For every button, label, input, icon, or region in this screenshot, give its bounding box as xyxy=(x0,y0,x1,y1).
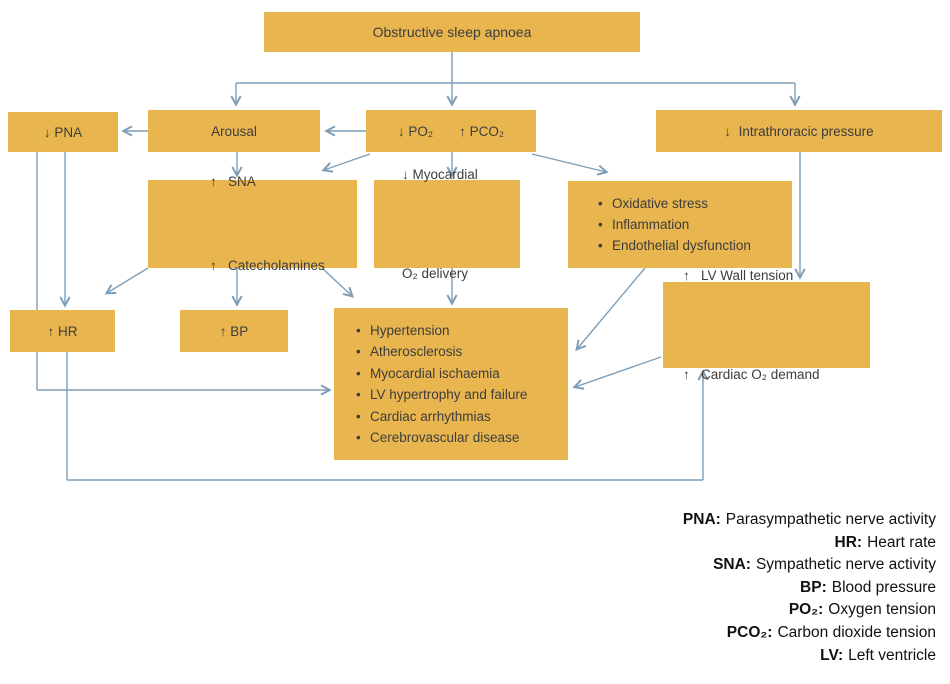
pna-box: ↓ PNA xyxy=(8,112,118,152)
legend-definition: Blood pressure xyxy=(831,578,936,596)
abbreviation-legend: PNA:Parasympathetic nerve activity HR:He… xyxy=(683,509,936,667)
legend-row: BP:Blood pressure xyxy=(683,577,936,600)
legend-row: PCO₂:Carbon dioxide tension xyxy=(683,622,936,645)
po2-pco2-box: ↓ PO₂ ↑ PCO₂ xyxy=(366,110,536,152)
arrow-po2-to-sna xyxy=(321,153,371,173)
arrow-oxidative-to-main xyxy=(575,267,646,352)
oxidative-stress-box: Oxidative stress Inflammation Endothelia… xyxy=(568,181,792,268)
list-item: Atherosclerosis xyxy=(356,341,527,363)
lv-wall-tension-box: ↑ LV Wall tension ↑ Cardiac O₂ demand xyxy=(663,268,870,382)
list-item: Endothelial dysfunction xyxy=(598,235,751,256)
legend-term: PO₂: xyxy=(788,601,824,619)
hr-label: ↑ HR xyxy=(47,323,78,339)
sna-line: ↑ SNA xyxy=(210,174,256,189)
legend-term: PCO₂: xyxy=(726,623,773,641)
legend-term: PNA: xyxy=(682,511,721,528)
outcomes-box: Hypertension Atherosclerosis Myocardial … xyxy=(334,308,568,460)
list-item: LV hypertrophy and failure xyxy=(356,384,527,406)
legend-term: HR: xyxy=(834,533,863,551)
arrow-sna-to-main xyxy=(321,267,355,298)
pco2-label: ↑ PCO₂ xyxy=(459,123,505,139)
legend-row: LV:Left ventricle xyxy=(683,645,936,668)
legend-definition: Oxygen tension xyxy=(828,601,936,619)
o2-delivery-line: O₂ delivery xyxy=(402,266,469,281)
list-item: Oxidative stress xyxy=(598,193,751,214)
intrathoracic-pressure-label: ↓ Intrathroracic pressure xyxy=(724,123,874,139)
legend-definition: Sympathetic nerve activity xyxy=(755,556,936,574)
list-item: Cardiac arrhythmias xyxy=(356,406,527,428)
legend-row: HR:Heart rate xyxy=(683,532,936,555)
legend-row: SNA:Sympathetic nerve activity xyxy=(683,554,936,577)
arrow-po2-to-oxidative xyxy=(531,153,609,176)
legend-row: PNA:Parasympathetic nerve activity xyxy=(683,509,936,532)
list-item: Inflammation xyxy=(598,214,751,235)
list-item: Myocardial ischaemia xyxy=(356,363,527,385)
hr-box: ↑ HR xyxy=(10,310,115,352)
legend-definition: Left ventricle xyxy=(848,646,936,664)
arrow-lv-to-main xyxy=(572,356,662,390)
arrow-sna-to-hr xyxy=(104,267,149,295)
legend-definition: Parasympathetic nerve activity xyxy=(725,511,936,528)
osa-label: Obstructive sleep apnoea xyxy=(372,24,532,40)
list-item: Cerebrovascular disease xyxy=(356,427,527,449)
legend-term: LV: xyxy=(820,646,844,664)
bp-box: ↑ BP xyxy=(180,310,288,352)
osa-box: Obstructive sleep apnoea xyxy=(264,12,640,52)
arrow-hr-to-lv-loop xyxy=(66,352,709,481)
myocardial-o2-delivery-box: ↓ Myocardial O₂ delivery xyxy=(374,167,520,281)
list-item: Hypertension xyxy=(356,320,527,342)
legend-term: SNA: xyxy=(713,556,751,574)
myocardial-line: ↓ Myocardial xyxy=(402,167,478,182)
bp-label: ↑ BP xyxy=(219,323,249,339)
arrow-osa-branch xyxy=(230,52,801,107)
arousal-box: Arousal xyxy=(148,110,320,152)
legend-definition: Carbon dioxide tension xyxy=(777,623,936,641)
legend-definition: Heart rate xyxy=(867,533,936,551)
intrathoracic-pressure-box: ↓ Intrathroracic pressure xyxy=(656,110,942,152)
legend-term: BP: xyxy=(800,578,827,596)
legend-row: PO₂:Oxygen tension xyxy=(683,599,936,622)
arousal-label: Arousal xyxy=(211,123,257,139)
cardiac-o2-demand-line: ↑ Cardiac O₂ demand xyxy=(683,367,820,382)
po2-label: ↓ PO₂ xyxy=(397,123,434,139)
pna-label: ↓ PNA xyxy=(43,124,83,140)
lv-wall-tension-line: ↑ LV Wall tension xyxy=(683,268,794,283)
catecholamines-line: ↑ Catecholamines xyxy=(210,258,325,273)
sna-catecholamines-box: ↑ SNA ↑ Catecholamines xyxy=(148,174,357,273)
